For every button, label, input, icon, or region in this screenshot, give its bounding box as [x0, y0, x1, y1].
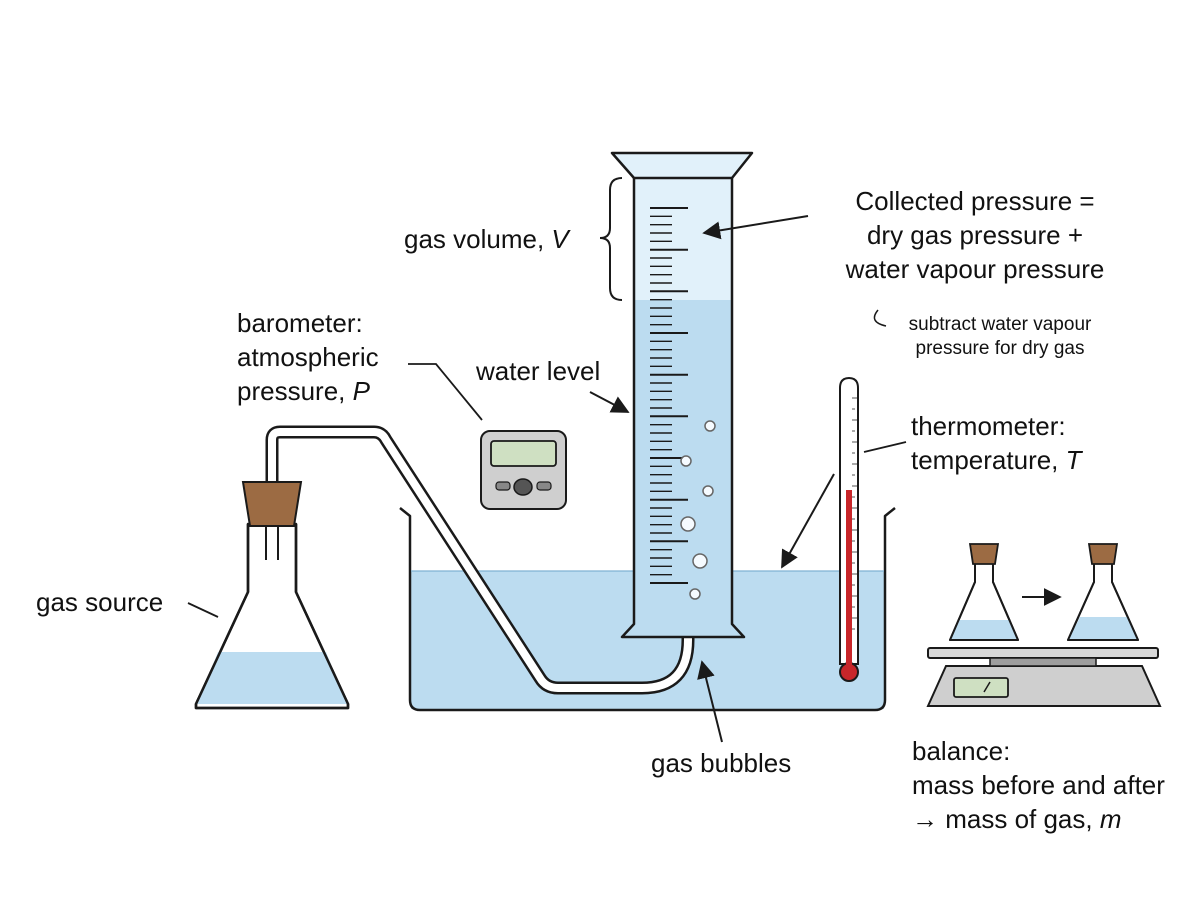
gas-source-flask — [187, 481, 350, 710]
gas-volume-label: gas volume, V — [404, 222, 569, 256]
thermometer-line2-text: temperature, — [911, 445, 1066, 475]
gas-volume-symbol: V — [551, 224, 569, 254]
balance-line3-text: → mass of gas, — [912, 804, 1100, 834]
barometer-label: barometer: atmospheric pressure, P — [237, 306, 379, 408]
thermometer — [839, 376, 859, 682]
annotation-leaders — [589, 177, 907, 743]
balance-line1: balance: — [912, 736, 1011, 766]
collected-pressure-label: Collected pressure = dry gas pressure + … — [790, 184, 1160, 286]
water-level-arrow — [589, 391, 630, 413]
barometer-line2: atmospheric — [237, 342, 379, 372]
balance — [926, 543, 1162, 707]
balance-label: balance: mass before and after → mass of… — [912, 734, 1165, 836]
barometer-line3-text: pressure, — [237, 376, 353, 406]
cylinder-graduations — [650, 207, 688, 584]
collected-pressure-line3: water vapour pressure — [845, 254, 1105, 284]
gas-bubble — [704, 420, 716, 432]
collected-pressure-line1: Collected pressure = — [855, 186, 1095, 216]
gas-bubble — [680, 455, 692, 467]
barometer-device — [408, 363, 567, 510]
thermometer-symbol: T — [1065, 445, 1082, 475]
thermometer-label: thermometer: temperature, T — [911, 409, 1082, 477]
cylinder-water — [634, 300, 732, 638]
barometer-line1: barometer: — [237, 308, 363, 338]
gas-bubbles-arrow — [697, 660, 723, 743]
graduated-cylinder — [610, 151, 754, 639]
thermometer-scale — [852, 397, 857, 630]
water-level-label: water level — [476, 354, 600, 388]
gas-bubble — [689, 588, 701, 600]
water-surface-arrow — [781, 473, 835, 569]
mercury-column — [846, 490, 852, 672]
gas-bubble — [702, 485, 714, 497]
gas-bubbles — [680, 420, 716, 600]
gas-bubble — [692, 553, 708, 569]
thermometer-line1: thermometer: — [911, 411, 1066, 441]
gas-volume-text: gas volume, — [404, 224, 552, 254]
collected-pressure-arrow — [702, 215, 809, 240]
flask-stopper — [241, 481, 303, 527]
water-level-text: water level — [476, 356, 601, 386]
barometer-screen — [490, 440, 557, 467]
subtract-note-line1: subtract water vapour — [908, 314, 1092, 335]
collected-pressure-line2: dry gas pressure + — [866, 220, 1084, 250]
balance-display — [953, 677, 1009, 698]
subtract-note-line2: pressure for dry gas — [915, 338, 1085, 359]
gas-bubbles-text: gas bubbles — [651, 748, 792, 778]
balance-line2: mass before and after — [912, 770, 1165, 800]
gas-bubble — [680, 516, 696, 532]
subtract-note-label: subtract water vapour pressure for dry g… — [890, 313, 1110, 361]
gas-volume-brace — [599, 177, 623, 301]
gas-source-text: gas source — [36, 587, 164, 617]
gas-bubbles-label: gas bubbles — [651, 746, 791, 780]
flask-liquid — [197, 652, 347, 704]
balance-symbol: m — [1099, 804, 1122, 834]
flask-after — [1067, 543, 1139, 641]
flask-before — [949, 543, 1019, 641]
gas-source-label: gas source — [36, 585, 163, 619]
barometer-symbol: P — [352, 376, 370, 406]
